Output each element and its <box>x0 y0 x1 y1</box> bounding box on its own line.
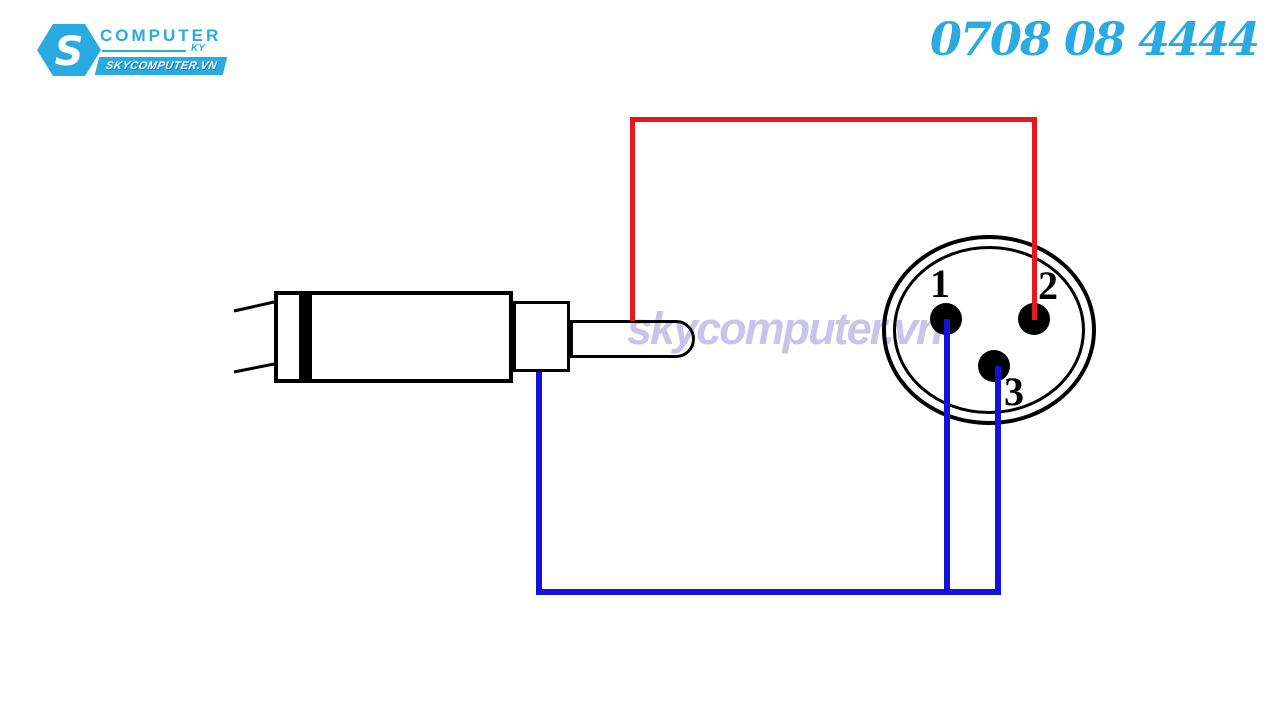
plug-tip <box>570 320 695 358</box>
plug-insulator-stripe <box>299 295 312 379</box>
brand-suffix: KY <box>191 43 205 54</box>
hexagon-shape <box>37 24 101 76</box>
hot-wire-vertical-from-tip <box>630 117 635 321</box>
brand-website-banner: SKYCOMPUTER.VN <box>94 57 228 75</box>
brand-website-text: SKYCOMPUTER.VN <box>104 60 218 72</box>
plug-body <box>274 291 513 383</box>
xlr-pin-label-2: 2 <box>1038 263 1058 308</box>
hot-wire-horizontal-top <box>630 117 1037 122</box>
ground-wire-vertical-to-pin-3 <box>995 366 1001 595</box>
xlr-pin-3 <box>978 350 1010 382</box>
brand-monogram: S <box>55 29 84 75</box>
watermark: skycomputer.vn <box>627 303 944 354</box>
brand-title: COMPUTER <box>100 26 222 45</box>
xlr-inner-ring <box>893 246 1085 414</box>
brand-hexagon-icon: S <box>37 24 101 76</box>
xlr-pin-label-1: 1 <box>930 261 950 306</box>
xlr-pin-label-3: 3 <box>1004 369 1024 414</box>
plug-collar <box>513 301 570 372</box>
hot-wire-vertical-to-pin-2 <box>1032 117 1037 320</box>
phone-number: 0708 08 4444 <box>929 12 1260 66</box>
ground-wire-vertical-to-pin-1 <box>944 319 950 595</box>
cable-lead-top <box>233 300 275 313</box>
cable-leads-icon <box>233 300 275 374</box>
cable-lead-bottom <box>233 362 275 374</box>
brand-rule-line <box>102 50 186 52</box>
ground-wire-horizontal-bottom <box>536 589 1001 595</box>
ground-wire-vertical-from-collar <box>536 372 542 595</box>
